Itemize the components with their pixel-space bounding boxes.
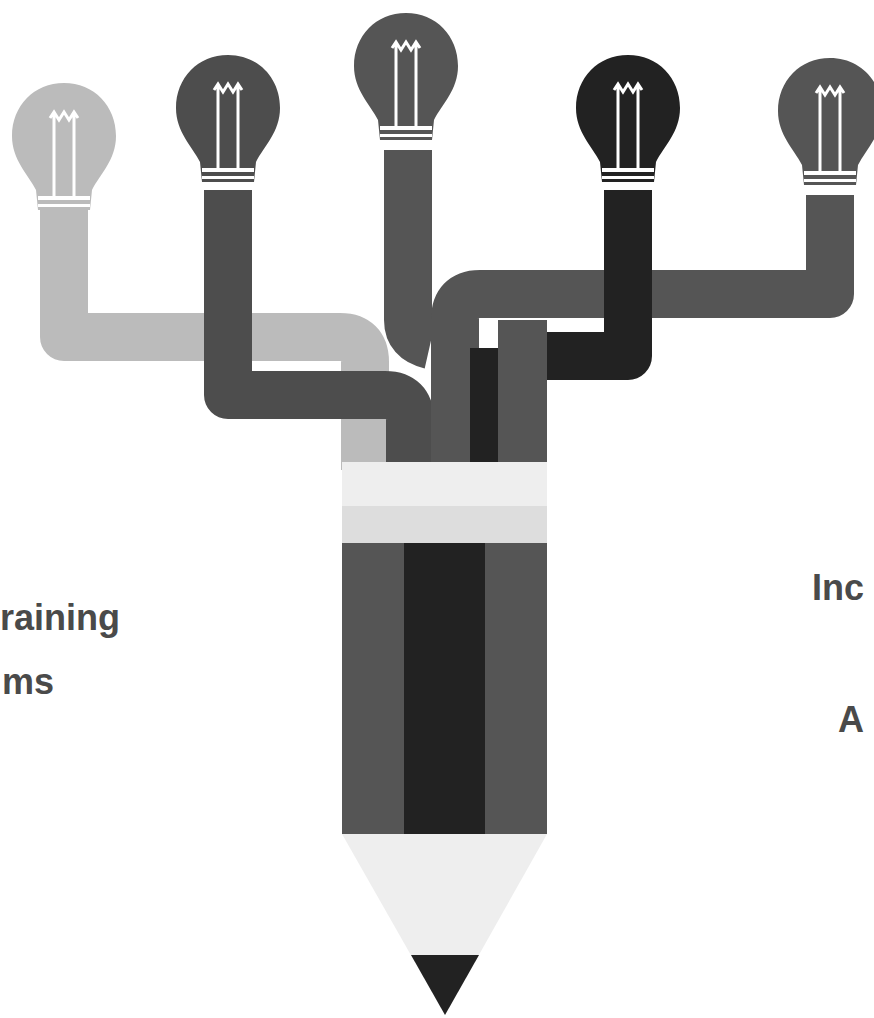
pipe	[498, 320, 547, 470]
light-bulb	[354, 13, 458, 140]
caption-text: raining	[0, 598, 120, 638]
pencil-band	[342, 462, 547, 506]
light-bulb	[778, 58, 874, 185]
pencil-body	[485, 543, 547, 834]
pipe	[408, 150, 430, 345]
pencil-tip	[342, 834, 547, 1015]
caption-text: Inc	[812, 568, 864, 608]
caption-text: A	[838, 700, 864, 740]
pencil-body	[342, 543, 404, 834]
pencil-body	[404, 543, 485, 834]
pipe	[470, 348, 498, 468]
pipe	[228, 190, 410, 470]
light-bulb	[176, 55, 280, 182]
pencil-lead	[411, 955, 479, 1015]
light-bulb	[576, 55, 680, 182]
caption-text: ms	[2, 662, 54, 702]
light-bulb	[12, 83, 116, 210]
pencil-band	[342, 506, 547, 543]
